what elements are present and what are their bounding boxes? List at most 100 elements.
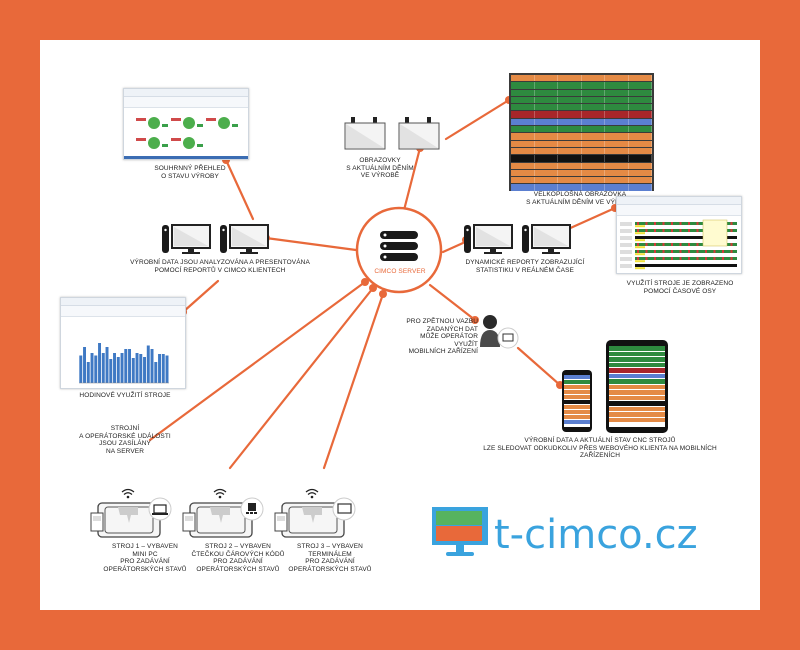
bar — [135, 353, 139, 383]
bar — [120, 353, 124, 383]
timeline-bar — [635, 222, 737, 225]
status-row — [511, 169, 652, 177]
timeline-screenshot — [616, 196, 742, 274]
status-row — [564, 390, 590, 394]
bar — [131, 358, 135, 383]
status-row — [564, 385, 590, 389]
status-row — [564, 380, 590, 384]
bar — [146, 345, 150, 383]
bar — [165, 355, 169, 383]
wifi-icon — [213, 488, 227, 495]
line-dynamic — [441, 241, 465, 254]
status-row — [609, 390, 665, 395]
line-operator — [428, 283, 477, 322]
bar — [139, 354, 143, 383]
status-row — [511, 140, 652, 147]
bar — [90, 353, 94, 383]
status-row — [511, 89, 652, 96]
status-row — [511, 75, 652, 82]
pie-charts — [136, 117, 238, 149]
line-timeline — [564, 206, 617, 232]
bigscreen-display — [509, 73, 654, 191]
dynamic-computers — [464, 224, 571, 254]
clients-label: VÝROBNÍ DATA JSOU ANALYZOVÁNA A PRESENTO… — [130, 259, 310, 274]
status-row — [511, 162, 652, 169]
dot-m1 — [361, 278, 369, 286]
status-row — [511, 104, 652, 111]
status-row — [609, 395, 665, 400]
dot-m2 — [369, 284, 377, 292]
status-row — [609, 373, 665, 378]
summary-screenshot — [123, 88, 249, 160]
bar — [116, 357, 120, 383]
status-row — [564, 410, 590, 414]
status-row — [609, 357, 665, 362]
status-row — [609, 406, 665, 411]
status-row — [609, 401, 665, 406]
status-row — [609, 351, 665, 356]
barcode-reader-icon — [246, 503, 257, 514]
status-row — [609, 412, 665, 417]
tooltip-popup — [702, 219, 728, 247]
status-row — [511, 118, 652, 126]
line-machine3 — [322, 292, 385, 470]
status-row — [564, 375, 590, 379]
bar — [94, 355, 98, 383]
bar — [158, 354, 161, 383]
bar — [113, 353, 116, 383]
status-row — [511, 111, 652, 118]
timeline-bar — [635, 250, 737, 253]
machine-3-label: STROJ 3 – VYBAVEN TERMINÁLEM PRO ZADÁVÁN… — [288, 543, 372, 573]
timeline-label: VYUŽITÍ STROJE JE ZOBRAZENO POMOCÍ ČASOV… — [626, 280, 734, 295]
bar — [79, 355, 83, 383]
control-panel-icon — [182, 512, 196, 532]
status-row — [511, 126, 652, 133]
operator-body-icon — [480, 330, 500, 347]
line-screens — [401, 146, 422, 216]
bar — [161, 354, 165, 383]
tablet-device — [606, 340, 668, 433]
status-row — [609, 417, 665, 422]
bar — [86, 362, 90, 383]
machine-1 — [90, 488, 172, 538]
machine-1-label: STROJ 1 – VYBAVEN MINI PC PRO ZADÁVÁNÍ O… — [103, 543, 187, 573]
operator-label: PRO ZPĚTNOU VAZBU ZADANÝCH DAT MŮŽE OPER… — [406, 318, 478, 355]
line-mobile — [516, 346, 562, 387]
timeline-bar — [635, 257, 737, 260]
bar — [83, 347, 86, 383]
hourly-label: HODINOVÉ VYUŽITÍ STROJE — [79, 392, 171, 399]
wifi-icon — [121, 488, 135, 495]
status-row — [564, 400, 590, 404]
machine-2 — [182, 488, 264, 538]
dynamic-label: DYNAMICKÉ REPORTY ZOBRAZUJÍCÍ STATISTIKU… — [465, 259, 585, 274]
bar — [105, 347, 109, 383]
small-screens — [344, 117, 440, 150]
server-stack-icon — [380, 231, 418, 261]
bar — [150, 349, 154, 383]
wifi-icon — [305, 488, 319, 495]
bar — [128, 349, 131, 383]
status-row — [609, 384, 665, 389]
control-panel-icon — [90, 512, 104, 532]
status-row — [609, 346, 665, 351]
screens-label: OBRAZOVKY S AKTUÁLNÍM DĚNÍM VE VÝROBĚ — [346, 157, 414, 179]
bar — [109, 359, 113, 383]
status-row — [511, 155, 652, 162]
operator-head-icon — [483, 315, 497, 329]
status-row — [511, 133, 652, 140]
logo-monitor-icon — [432, 507, 488, 556]
terminal-icon — [337, 503, 352, 514]
timeline-bar — [635, 229, 737, 232]
status-row — [564, 420, 590, 424]
bar — [124, 349, 128, 383]
line-clients — [264, 236, 358, 252]
status-row — [609, 368, 665, 373]
dot-m3 — [379, 290, 387, 298]
status-row — [511, 82, 652, 89]
mobile-label: VÝROBNÍ DATA A AKTUÁLNÍ STAV CNC STROJŮ … — [483, 437, 717, 459]
line-summary — [224, 158, 255, 221]
timeline-bars — [620, 219, 737, 270]
line-bigscreen — [444, 98, 511, 141]
bar — [143, 357, 146, 383]
bar — [154, 362, 158, 383]
